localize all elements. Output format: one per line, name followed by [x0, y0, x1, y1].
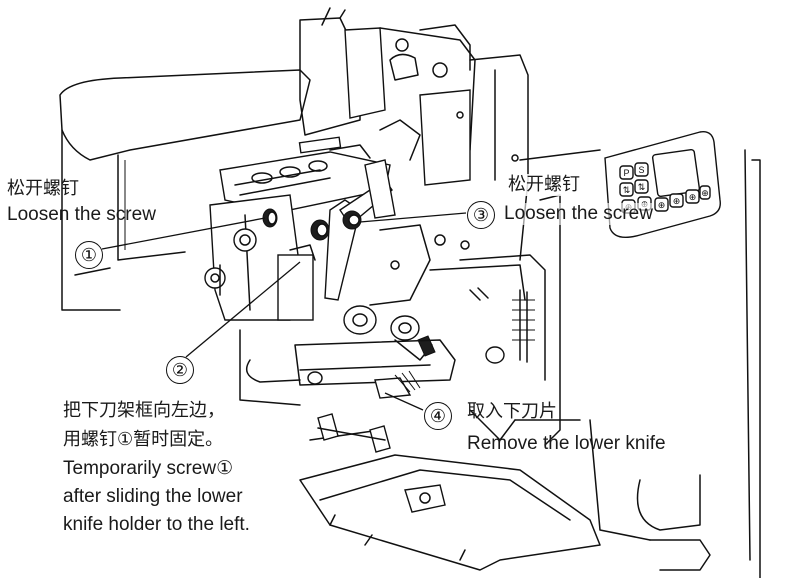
panel-button-glyph: ⊕	[658, 200, 666, 210]
panel-button-glyph: ⇅	[623, 185, 631, 195]
panel-button-glyph: P	[623, 168, 629, 178]
leader-line-3	[359, 212, 467, 223]
panel-button-glyph: S	[638, 165, 644, 175]
screw-3	[310, 210, 362, 241]
panel-button-glyph: ⊕	[673, 196, 681, 206]
callout-1-cn-text: 松开螺钉	[7, 178, 79, 199]
knife-holder-assembly	[204, 159, 396, 321]
callout-number-4: ④	[424, 402, 452, 430]
note-en-line-3: knife holder to the left.	[63, 514, 250, 535]
callout-4-cn-text: 取入下刀片	[467, 401, 557, 422]
callout-number-2: ②	[166, 356, 194, 384]
front-cover-open	[299, 413, 601, 571]
leader-line-4	[384, 392, 424, 411]
machine-bed-left	[59, 69, 311, 311]
lower-base	[239, 329, 456, 406]
note-en-line-2: after sliding the lower	[63, 486, 243, 507]
panel-button-glyph: ⊕	[701, 188, 709, 198]
machine-head-upper	[299, 7, 529, 261]
note-en-line-1: Temporarily screw①	[63, 458, 234, 479]
note-cn-line-1: 把下刀架框向左边，	[63, 400, 225, 421]
leader-line-1	[101, 217, 266, 250]
callout-number-1: ①	[75, 241, 103, 269]
looper-mechanism	[343, 224, 546, 381]
machine-right-column	[469, 149, 761, 578]
callout-3-en-text: Loosen the screw	[504, 203, 653, 225]
callout-number-3: ③	[467, 201, 495, 229]
callout-3-cn-text: 松开螺钉	[508, 174, 580, 196]
panel-button-glyph: ⊕	[689, 192, 697, 202]
panel-button-glyph: ⇅	[638, 182, 646, 192]
leader-line-2	[185, 261, 301, 358]
callout-1-en-text: Loosen the screw	[7, 204, 156, 225]
screw-1	[262, 208, 278, 228]
leader-lines	[101, 212, 467, 411]
note-cn-line-2: 用螺钉①暂时固定。	[63, 429, 224, 450]
callout-4-en-text: Remove the lower knife	[467, 433, 666, 454]
